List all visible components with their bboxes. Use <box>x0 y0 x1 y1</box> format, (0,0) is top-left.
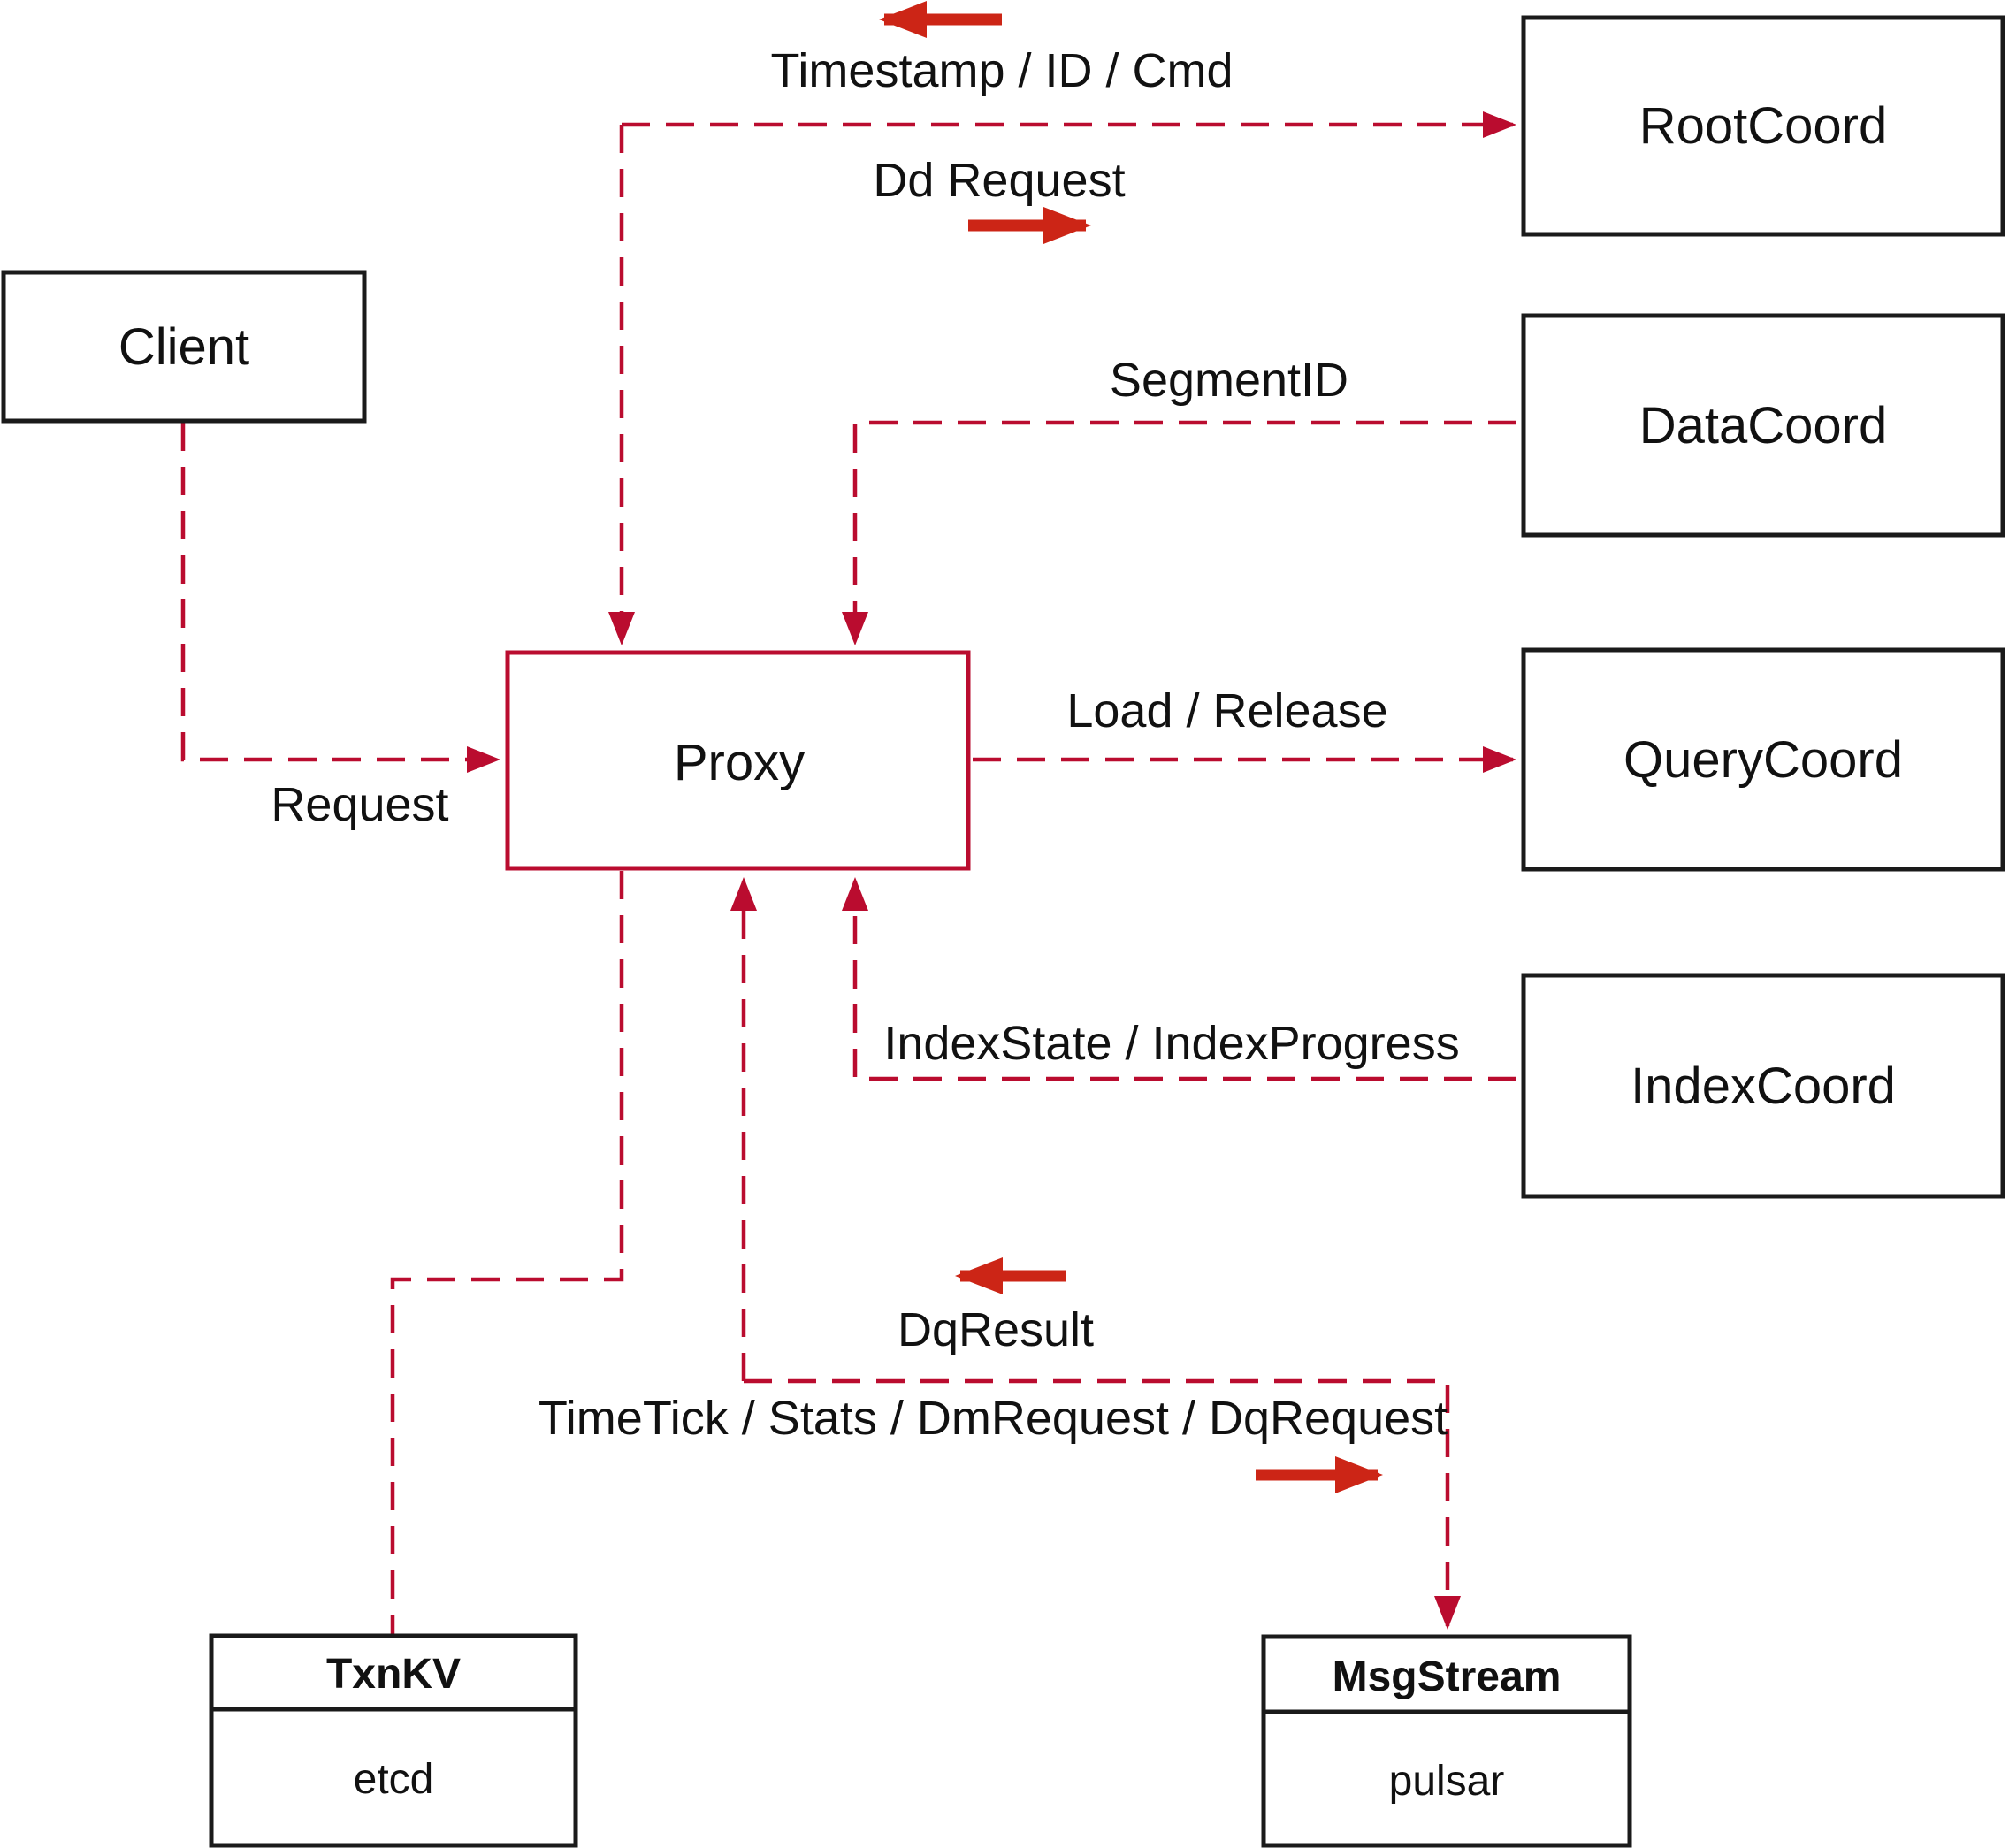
rootcoord-label: RootCoord <box>1639 97 1887 155</box>
client-box <box>1 270 367 424</box>
edge-client-to-proxy <box>180 423 500 773</box>
edge-label-timestamp: Timestamp / ID / Cmd <box>770 44 1233 97</box>
msgstream-box <box>1261 1634 1632 1848</box>
node-datacoord: DataCoord <box>1521 313 2005 538</box>
querycoord-label: QueryCoord <box>1623 731 1903 789</box>
txnkv-title: TxnKV <box>326 1651 461 1698</box>
msgstream-title: MsgStream <box>1333 1653 1562 1700</box>
edge-label-index-state: IndexState / IndexProgress <box>883 1017 1459 1070</box>
client-label: Client <box>118 318 249 376</box>
txnkv-impl: etcd <box>354 1756 434 1803</box>
edge-label-load-release: Load / Release <box>1066 684 1387 737</box>
node-proxy: Proxy <box>505 650 971 871</box>
indexcoord-box <box>1521 973 2005 1199</box>
indexcoord-label: IndexCoord <box>1631 1058 1896 1115</box>
node-rootcoord: RootCoord <box>1521 15 2005 237</box>
datacoord-label: DataCoord <box>1639 397 1887 454</box>
datacoord-box <box>1521 313 2005 538</box>
proxy-label: Proxy <box>674 734 805 791</box>
node-querycoord: QueryCoord <box>1521 647 2005 872</box>
proxy-box <box>505 650 971 871</box>
edge-label-dq-result: DqResult <box>898 1303 1094 1356</box>
edge-label-timetick: TimeTick / Stats / DmRequest / DqRequest <box>539 1392 1448 1445</box>
node-msgstream: MsgStream pulsar <box>1261 1634 1632 1848</box>
msgstream-impl: pulsar <box>1389 1758 1505 1805</box>
edge-label-request: Request <box>271 778 448 831</box>
node-txnkv: TxnKV etcd <box>209 1633 578 1848</box>
edge-labels: Timestamp / ID / Cmd Dd Request SegmentI… <box>271 44 1459 1445</box>
edge-datacoord-to-proxy <box>842 420 1516 645</box>
querycoord-box <box>1521 647 2005 872</box>
rootcoord-box <box>1521 15 2005 237</box>
edge-label-dd-request: Dd Request <box>873 154 1125 207</box>
edge-proxy-to-txnkv <box>390 871 624 1634</box>
node-indexcoord: IndexCoord <box>1521 973 2005 1199</box>
edge-label-segment-id: SegmentID <box>1110 354 1348 407</box>
node-client: Client <box>1 270 367 424</box>
edge-proxy-to-msgstream <box>744 1378 1461 1630</box>
txnkv-box <box>209 1633 578 1848</box>
